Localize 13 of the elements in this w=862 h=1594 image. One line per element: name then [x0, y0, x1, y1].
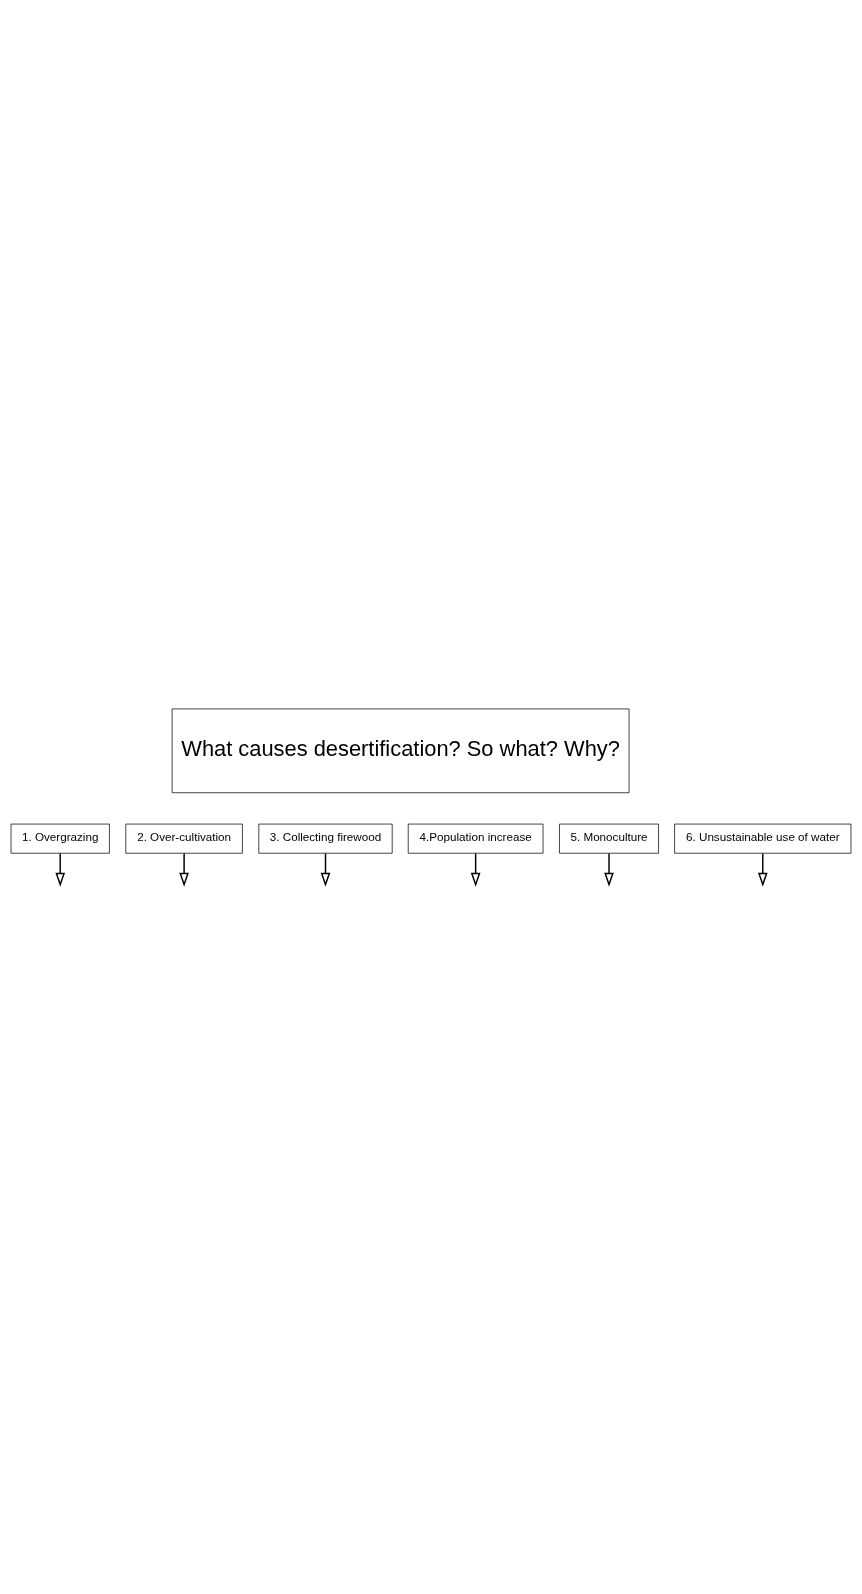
node-box: What causes desertification? So what? Why?: [171, 708, 630, 794]
node-box: 3. Collecting firewood: [258, 823, 393, 854]
node-box: 6. Unsustainable use of water: [674, 823, 852, 854]
arrow: [55, 852, 66, 887]
arrow: [320, 852, 331, 887]
node-box: 4.Population increase: [407, 823, 544, 854]
arrow: [757, 852, 768, 887]
node-box: 1. Overgrazing: [10, 823, 110, 854]
node-box: 5. Monoculture: [559, 823, 659, 854]
arrow: [604, 852, 614, 887]
arrow: [470, 852, 481, 887]
node-box: 2. Over-cultivation: [125, 823, 243, 854]
arrow: [179, 852, 189, 887]
